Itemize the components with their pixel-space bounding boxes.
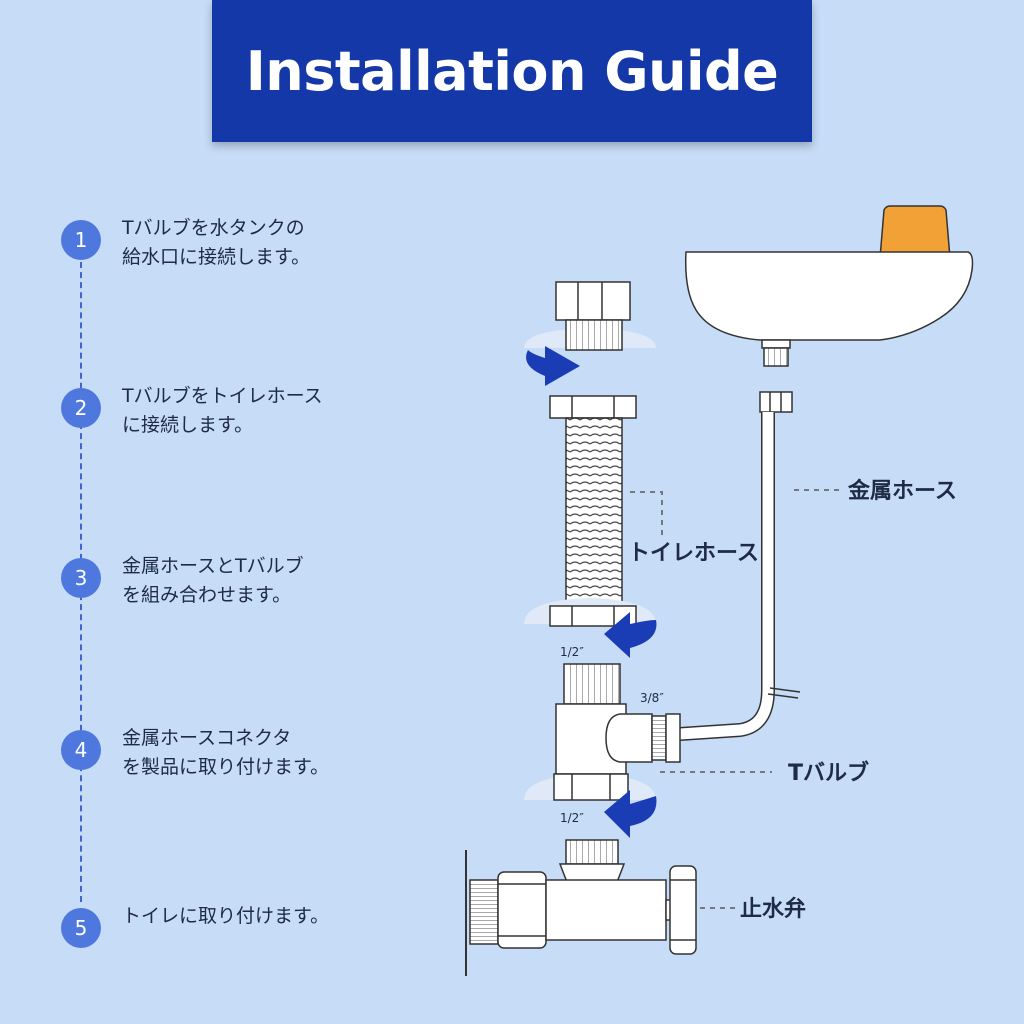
size-label-bottom: 1/2″ (560, 811, 584, 825)
tank-knob-icon (879, 205, 951, 259)
toilet-hose-leader (630, 491, 663, 536)
step-number-badge: 5 (61, 908, 101, 948)
stop-valve (465, 839, 697, 976)
rotation-arrow-icon (526, 346, 580, 386)
step-text: トイレに取り付けます。 (122, 905, 330, 927)
rotation-arrow-icon (604, 790, 657, 838)
metal-hose-label: 金属ホース (847, 478, 957, 504)
t-valve-label: Tバルブ (788, 760, 869, 786)
step-text: Tバルブをトイレホース に接続します。 (122, 385, 323, 436)
step-3: 3 金属ホースとTバルブ を組み合わせます。 (61, 555, 304, 610)
step-4: 4 金属ホースコネクタ を製品に取り付けます。 (61, 727, 329, 782)
step-1: 1 Tバルブを水タンクの 給水口に接続します。 (61, 217, 310, 272)
step-text: Tバルブを水タンクの 給水口に接続します。 (122, 217, 311, 268)
step-number-badge: 2 (61, 388, 101, 428)
step-text: 金属ホースコネクタ を製品に取り付けます。 (122, 727, 330, 778)
top-nut (524, 281, 656, 386)
step-number-badge: 4 (61, 730, 101, 770)
stop-valve-label: 止水弁 (740, 896, 806, 922)
size-label-top: 1/2″ (560, 645, 584, 659)
step-text: 金属ホースとTバルブ を組み合わせます。 (122, 555, 304, 606)
toilet-hose-label: トイレホース (628, 541, 759, 566)
title-banner: Installation Guide (212, 0, 812, 142)
t-valve (524, 663, 681, 838)
size-label-side: 3/8″ (640, 691, 664, 705)
water-tank (684, 205, 974, 367)
page-title: Installation Guide (245, 39, 779, 103)
rotation-arrow-icon (604, 612, 657, 658)
step-5: 5 トイレに取り付けます。 (61, 905, 329, 948)
metal-hose (679, 391, 801, 741)
step-2: 2 Tバルブをトイレホース に接続します。 (61, 385, 323, 440)
toilet-hose (524, 395, 657, 658)
step-number-badge: 3 (61, 558, 101, 598)
step-number-badge: 1 (61, 220, 101, 260)
